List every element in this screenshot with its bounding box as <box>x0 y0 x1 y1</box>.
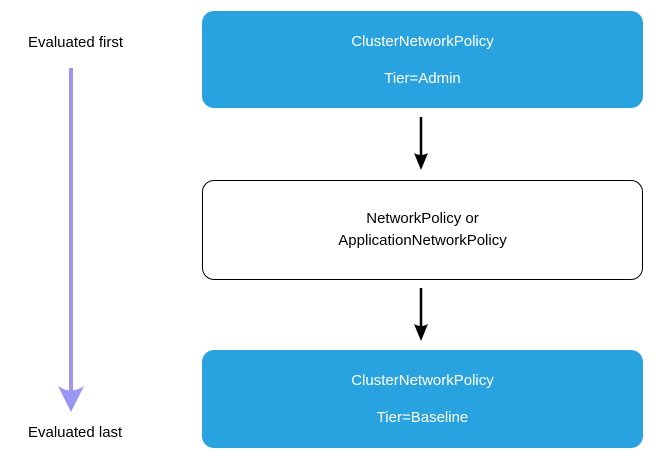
node-cluster-network-policy-admin: ClusterNetworkPolicy Tier=Admin <box>202 11 643 108</box>
node-title-line2: ApplicationNetworkPolicy <box>338 232 507 249</box>
node-subtitle: Tier=Admin <box>384 69 461 87</box>
node-title: NetworkPolicy or <box>366 210 479 227</box>
node-network-policy-or-application-network-policy: NetworkPolicy or ApplicationNetworkPolic… <box>202 180 643 280</box>
node-subtitle: Tier=Baseline <box>376 409 469 426</box>
node-title: ClusterNetworkPolicy <box>351 372 494 389</box>
flow-arrow-2-head <box>414 324 428 341</box>
flow-arrow-1-icon <box>414 117 428 170</box>
node-cluster-network-policy-baseline: ClusterNetworkPolicy Tier=Baseline <box>202 350 643 448</box>
evaluated-last-label: Evaluated last <box>28 424 123 441</box>
evaluation-order-arrowhead <box>58 386 84 412</box>
node-title: ClusterNetworkPolicy <box>351 32 494 50</box>
flow-arrow-2-icon <box>414 288 428 341</box>
evaluation-order-arrow-icon <box>58 68 84 412</box>
flow-arrow-1-head <box>414 153 428 170</box>
evaluated-first-label: Evaluated first <box>28 34 124 51</box>
